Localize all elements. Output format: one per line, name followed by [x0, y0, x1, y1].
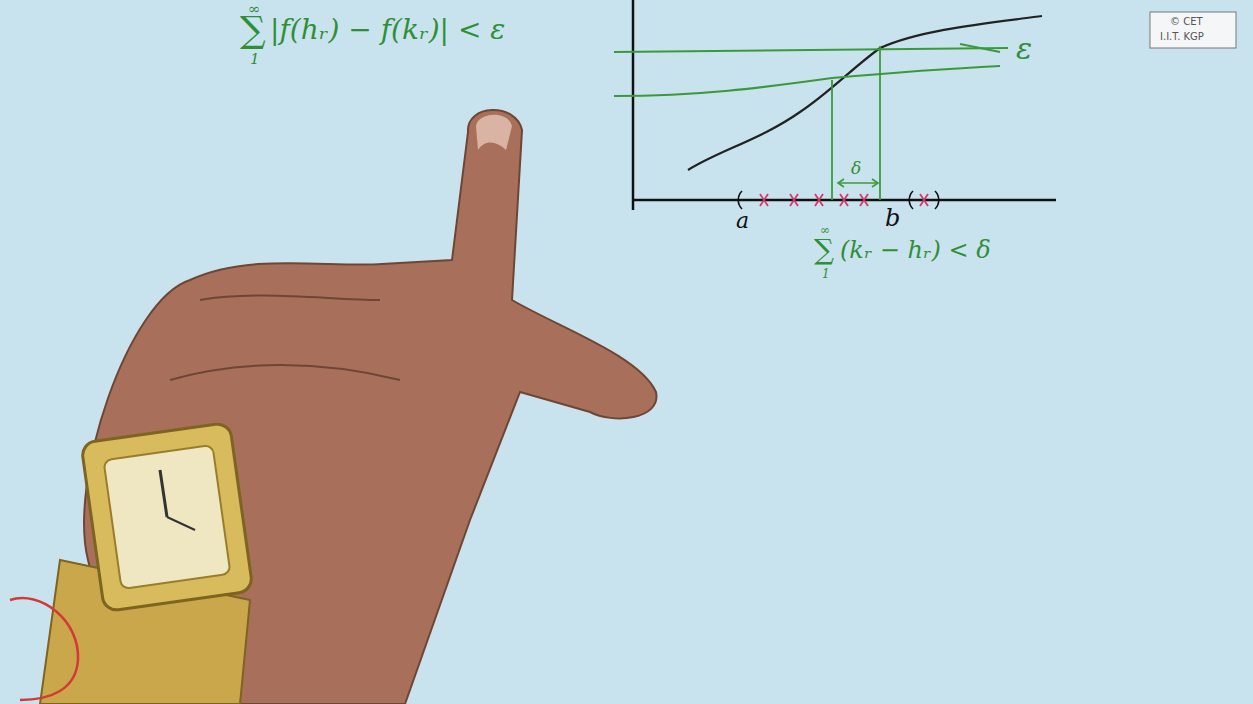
fingernail [476, 115, 512, 150]
epsilon-line [614, 66, 1000, 96]
endpoint-label: a [736, 210, 749, 232]
drop-line [879, 46, 881, 200]
upper-limit: ∞ [248, 2, 261, 17]
lower-limit: 1 [822, 268, 830, 280]
y-axis [632, 0, 635, 210]
inequality: (kᵣ − hᵣ) < δ [840, 238, 991, 262]
inequality: |f(hᵣ) − f(kᵣ)| < ε [270, 16, 505, 44]
delta-arrow [838, 179, 878, 187]
lower-limit: 1 [250, 52, 260, 67]
endpoint-label: b [885, 206, 900, 230]
epsilon-label: ε [1016, 34, 1032, 64]
summation-sign: ∑ [814, 236, 834, 264]
watermark: © CET [1170, 17, 1203, 27]
interval-brackets [738, 191, 939, 209]
epsilon-line [614, 48, 1008, 52]
function-curve [688, 16, 1042, 170]
logo-fragment [10, 598, 78, 700]
delta-label: δ [851, 160, 861, 177]
arrow-stroke [960, 44, 1000, 52]
upper-limit: ∞ [820, 224, 830, 236]
subinterval-marks [760, 194, 928, 206]
knuckle-crease [200, 296, 380, 300]
drop-line [831, 80, 833, 200]
watermark-box [1150, 12, 1236, 48]
wrist-watch [40, 422, 253, 704]
summation-sign: ∑ [240, 12, 266, 48]
knuckle-crease [170, 365, 400, 380]
watermark: I.I.T. KGP [1160, 32, 1204, 42]
